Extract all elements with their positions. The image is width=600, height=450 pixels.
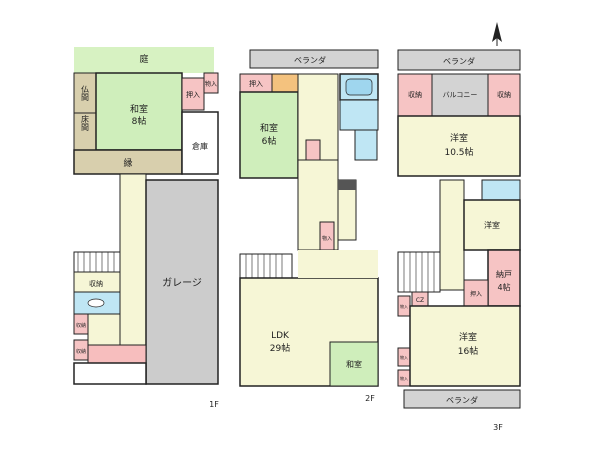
washitsu-8-name: 和室 [130,103,148,115]
mono-ire-3f-1-label: 物入 [400,303,408,309]
oshiire-2f-label: 押入 [249,79,263,88]
shuno-3f-right [487,73,521,117]
washitsu-6-size: 6帖 [262,135,277,147]
floor-1f: 庭 仏間 床間 和室 8帖 押入 物入 縁 倉庫 ガレージ [73,47,219,409]
genkan-1f [87,344,147,364]
level-1f: 1F [209,400,219,409]
stair-2f [239,253,293,279]
washitsu-2f-corner-label: 和室 [346,359,362,369]
ldk-size: 29帖 [270,342,290,354]
yoshitsu-a-room [397,115,521,177]
garden-label: 庭 [139,53,148,65]
shuno-1f-small-1-label: 収納 [76,322,86,329]
tokonoma-label: 床間 [81,114,90,132]
shuno-3f-left-label: 収納 [408,90,422,99]
veranda-2f-label: ベランダ [294,55,326,65]
mono-ire-1f-label: 物入 [205,80,217,88]
floor-2f: ベランダ 押入 和室 6帖 物入 LDK 29帖 和室 2F [239,49,379,403]
ldk-upper [298,250,378,278]
balcony-3f-label: バルコニー [443,91,478,99]
yoshitsu-a-size: 10.5帖 [444,146,473,158]
veranda-3f-bottom-label: ベランダ [446,395,478,405]
mono-ire-3f-3-label: 物入 [400,375,408,381]
nando-room [487,249,521,307]
cz-label: CZ [416,297,424,304]
washitsu-6-name: 和室 [260,122,278,134]
storage-2f-pink [305,139,321,161]
oshiire-1f-label: 押入 [186,90,200,99]
veranda-3f-top [397,49,521,71]
yoshitsu-a-name: 洋室 [450,132,468,144]
nando-size: 4帖 [497,282,510,292]
closet-2f-orange [271,73,299,93]
yoshitsu-b-name: 洋室 [484,220,500,230]
stair-1f [73,251,121,273]
shuno-1f-label: 収納 [89,279,103,288]
toilet-2f [354,129,378,161]
north-arrow-icon [492,22,502,46]
toilet-3f [481,179,521,201]
veranda-3f-bottom [403,389,521,409]
mono-ire-2f-label: 物入 [322,235,332,242]
soko-area [181,111,219,175]
yoshitsu-c-name: 洋室 [459,331,477,343]
oshiire-3f-label: 押入 [470,290,482,298]
shuno-3f-left [397,73,433,117]
balcony-3f [431,73,489,117]
engawa-label: 縁 [123,157,132,169]
veranda-3f-top-label: ベランダ [443,56,475,66]
garage-label: ガレージ [162,277,202,289]
level-2f: 2F [365,394,375,403]
butsuma-label: 仏間 [81,85,90,102]
mono-ire-3f-2-label: 物入 [400,354,408,360]
oshiire-1f-area [181,77,205,111]
washroom-2f [339,99,379,131]
floor-3f: ベランダ 収納 バルコニー 収納 洋室 10.5帖 洋室 納戸 4帖 押入 CZ… [397,49,521,432]
yoshitsu-b-room [463,199,521,251]
shuno-1f-small-2-label: 収納 [76,348,86,355]
hall-3f [439,179,465,291]
nando-name: 納戸 [496,269,512,279]
veranda-2f [249,49,379,69]
washitsu-6-room [239,91,299,179]
ldk-name: LDK [271,331,290,341]
mono-ire-1f-area [203,72,219,94]
garage-area [145,179,219,385]
yoshitsu-c-size: 16帖 [458,345,478,357]
shuno-3f-right-label: 収納 [497,90,511,99]
level-3f: 3F [493,423,503,432]
garden-area [74,47,214,73]
washitsu-8-size: 8帖 [132,115,147,127]
washitsu-2f-corner [329,341,379,387]
entry-1f [73,362,147,385]
yoshitsu-c-room [409,305,521,387]
soko-label: 倉庫 [192,141,208,151]
